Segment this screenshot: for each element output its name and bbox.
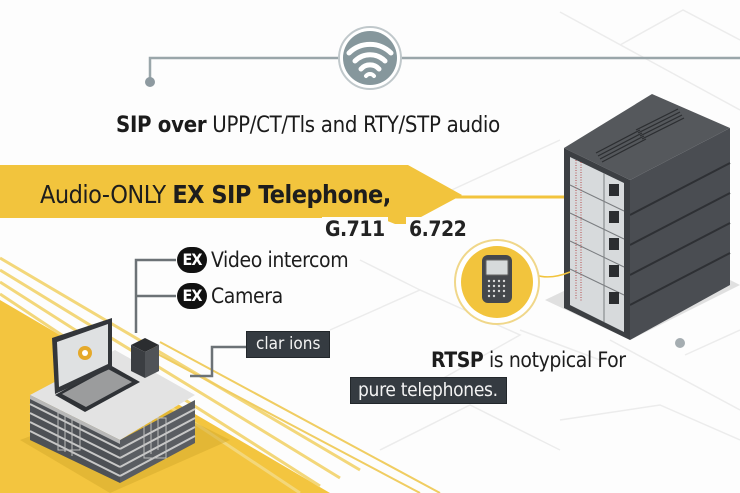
device-video-intercom: EX Video intercom <box>177 247 349 273</box>
top-connector <box>145 56 740 87</box>
device-connectors <box>134 258 246 378</box>
rtsp-note-bold: RTSP <box>431 348 484 372</box>
clarifications-label: clar ions <box>246 331 331 358</box>
rtsp-note-highlight: pure telephones. <box>350 377 507 404</box>
codec-g711: G.711 <box>322 217 388 241</box>
banner-title-bold: EX SIP Telephone, <box>172 180 391 209</box>
rtsp-note-text: is notypical For <box>483 348 626 372</box>
rtsp-note: RTSP is notypical For <box>431 348 626 372</box>
protocol-caption-bold: SIP over <box>116 113 207 138</box>
ex-badge-icon: EX <box>177 283 207 309</box>
desk-phone-icon <box>454 239 571 325</box>
connector-dot <box>675 338 685 348</box>
laptop-building-icon <box>20 318 230 493</box>
banner-title-prefix: Audio-ONLY <box>40 180 173 209</box>
device-label: Camera <box>211 284 283 308</box>
device-label: Video intercom <box>211 248 349 272</box>
server-rack-icon <box>545 94 740 340</box>
yellow-banner <box>0 165 565 224</box>
wifi-icon <box>338 26 402 90</box>
banner-title: Audio-ONLY EX SIP Telephone, <box>40 180 391 209</box>
codec-g722: 6.722 <box>406 217 470 241</box>
ex-badge-icon: EX <box>177 247 207 273</box>
protocol-caption: SIP over UPP/CT/Tls and RTY/STP audio <box>116 113 500 138</box>
device-camera: EX Camera <box>177 283 283 309</box>
protocol-caption-text: UPP/CT/Tls and RTY/STP audio <box>206 113 500 138</box>
